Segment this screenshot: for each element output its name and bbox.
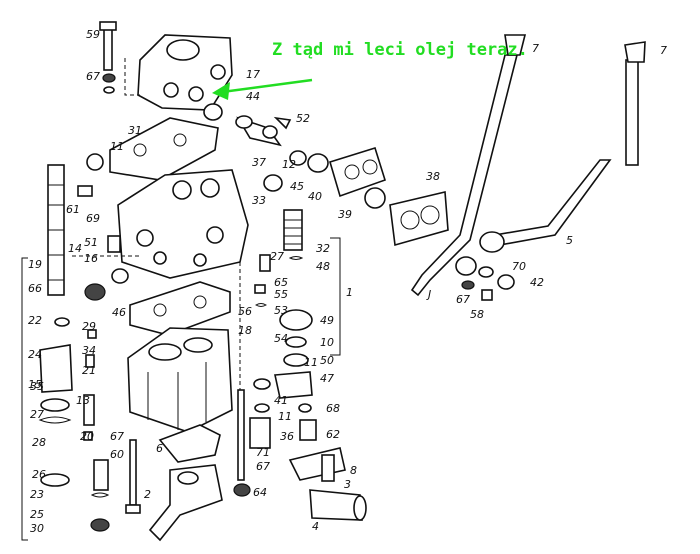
part-number-label: 4	[312, 520, 319, 533]
part-number-label: 5	[566, 234, 573, 247]
part-number-label: 12	[282, 158, 296, 171]
part-number-label: 41	[274, 394, 288, 407]
part-number-label: 14	[68, 242, 82, 255]
part-number-label: 49	[320, 314, 334, 327]
part-number-label: 51	[84, 236, 98, 249]
part-number-label: 71	[256, 446, 270, 459]
part-number-label: 59	[86, 28, 100, 41]
valve-body-upper	[117, 169, 249, 279]
part-number-label: 68	[326, 402, 340, 415]
top-housing-part	[137, 34, 233, 111]
part-number-label: 22	[28, 314, 42, 327]
part-number-label: 17	[246, 68, 260, 81]
part-number-label: 60	[110, 448, 124, 461]
part-number-label: 47	[320, 372, 334, 385]
part-number-label: 70	[512, 260, 526, 273]
valve-body-lower	[127, 327, 233, 433]
part-number-label: 19	[28, 258, 42, 271]
part-number-label: 27	[270, 250, 284, 263]
part-number-label: 29	[82, 320, 96, 333]
part-number-label: 31	[128, 124, 142, 137]
part-number-label: 39	[338, 208, 352, 221]
part-number-label: 7	[532, 42, 539, 55]
control-rod-straight	[624, 41, 646, 166]
part-number-label: 15	[28, 378, 42, 391]
part-number-label: 53	[274, 304, 288, 317]
part-number-label: 69	[86, 212, 100, 225]
part-number-label: 16	[84, 252, 98, 265]
part-number-label: 66	[28, 282, 42, 295]
part-number-label: 7	[660, 44, 667, 57]
part-number-label: 45	[290, 180, 304, 193]
part-number-label: 11	[278, 410, 292, 423]
part-number-label: 58	[470, 308, 484, 321]
part-number-label: 61	[66, 203, 80, 216]
part-number-label: 50	[320, 354, 334, 367]
part-number-label: 6	[156, 442, 163, 455]
part-number-label: 67	[110, 430, 124, 443]
part-number-label: 11	[110, 140, 124, 153]
part-number-label: 55	[274, 288, 288, 301]
part-number-label: 8	[350, 464, 357, 477]
part-number-label: 64	[253, 486, 267, 499]
part-number-label: 26	[32, 468, 46, 481]
spool-part	[47, 164, 65, 296]
part-number-label: 25	[30, 508, 44, 521]
part-number-label: 46	[112, 306, 126, 319]
part-number-label: 67	[86, 70, 100, 83]
part-number-label: 18	[238, 324, 252, 337]
control-lever-long	[410, 34, 527, 297]
part-number-label: 13	[76, 394, 90, 407]
part-number-label: 2	[144, 488, 151, 501]
flange-part	[158, 424, 221, 463]
part-number-label: 21	[82, 364, 96, 377]
bolt-60-part	[129, 439, 137, 506]
part-number-label: 67	[256, 460, 270, 473]
part-number-label: 37	[252, 156, 266, 169]
part-number-label: 56	[238, 305, 252, 318]
part-number-label: 38	[426, 170, 440, 183]
part-number-label: 54	[274, 332, 288, 345]
annotation-arrow	[212, 78, 313, 100]
part-number-label: 20	[80, 430, 94, 443]
part-number-label: 10	[320, 336, 334, 349]
part-number-label: 42	[530, 276, 544, 289]
lever-handle-part	[288, 447, 367, 521]
part-number-label: 40	[308, 190, 322, 203]
part-number-label: 3	[344, 478, 351, 491]
gasket-part	[109, 117, 219, 181]
part-number-label: 67	[456, 293, 470, 306]
part-number-label: 30	[30, 522, 44, 535]
piston-part	[203, 103, 292, 147]
part-number-label: 33	[252, 194, 266, 207]
bolt-part	[99, 21, 117, 94]
part-number-label: 48	[316, 260, 330, 273]
part-number-label: 28	[32, 436, 46, 449]
part-number-label: 24	[28, 348, 42, 361]
spring-stack	[38, 344, 110, 532]
part-number-label: 34	[82, 344, 96, 357]
part-number-label: J	[426, 288, 431, 301]
part-number-label: 65	[274, 276, 288, 289]
relief-valve-stack	[249, 209, 317, 449]
part-number-label: 36	[280, 430, 294, 443]
part-number-label: 32	[316, 242, 330, 255]
part-number-label: 23	[30, 488, 44, 501]
control-lever-curved	[455, 159, 612, 276]
part-number-label: 11	[304, 356, 318, 369]
part-number-label: 35	[30, 380, 44, 393]
gasket-56-part	[129, 281, 231, 336]
part-number-label: 62	[326, 428, 340, 441]
part-number-label: 1	[346, 286, 353, 299]
annotation-text: Z tąd mi leci olej teraz.	[272, 40, 528, 60]
part-number-label: 27	[30, 408, 44, 421]
part-number-label: 52	[296, 112, 310, 125]
part-number-label: 44	[246, 90, 260, 103]
pipe-2-part	[148, 464, 223, 542]
